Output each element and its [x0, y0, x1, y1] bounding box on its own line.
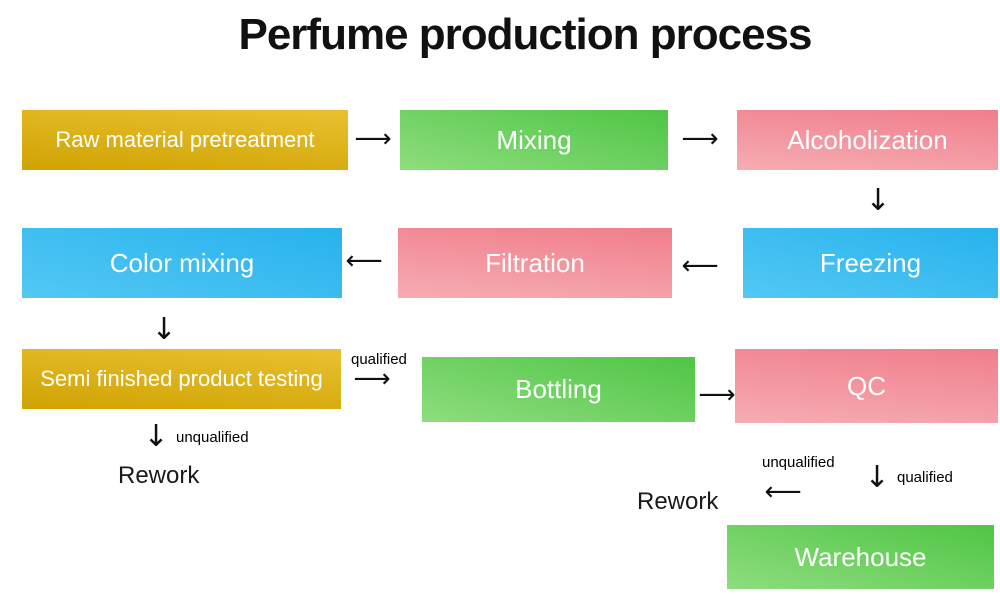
edge-label-qualified: qualified	[897, 469, 953, 486]
node-label: Bottling	[515, 374, 602, 404]
node-qc: QC	[735, 349, 998, 423]
node-label: Alcoholization	[787, 124, 948, 155]
arrow-left-icon: ⟵	[764, 477, 802, 507]
node-label: Mixing	[496, 124, 572, 155]
node-alcoholization: Alcoholization	[737, 110, 998, 170]
arrow-right-icon: ⟶	[353, 364, 391, 394]
arrow-down-icon: ↓	[151, 312, 177, 347]
arrow-right-icon: ⟶	[354, 124, 392, 154]
node-filtration: Filtration	[398, 228, 672, 298]
arrow-left-icon: ⟵	[681, 251, 719, 281]
edge-label-qualified: qualified	[351, 351, 407, 368]
node-label: Warehouse	[794, 541, 927, 572]
node-semi-finished-product-testing: Semi finished product testing	[22, 349, 341, 409]
edge-label-unqualified: unqualified	[762, 454, 835, 471]
arrow-down-icon: ↓	[864, 460, 890, 495]
node-label: Filtration	[485, 247, 585, 278]
node-bottling: Bottling	[422, 357, 695, 422]
node-mixing: Mixing	[400, 110, 668, 170]
node-label: Color mixing	[109, 247, 255, 278]
node-color-mixing: Color mixing	[22, 228, 342, 298]
node-raw-material-pretreatment: Raw material pretreatment	[22, 110, 348, 170]
node-label: QC	[847, 370, 886, 401]
arrow-left-icon: ⟵	[345, 246, 383, 276]
node-freezing: Freezing	[743, 228, 998, 298]
node-label: Semi finished product testing	[40, 366, 323, 391]
page-title: Perfume production process	[238, 10, 812, 59]
arrow-down-icon: ↓	[143, 419, 169, 454]
node-label: Freezing	[819, 247, 922, 278]
terminal-rework-right: Rework	[637, 488, 719, 515]
arrow-right-icon: ⟶	[698, 380, 736, 410]
arrow-right-icon: ⟶	[681, 124, 719, 154]
node-label: Raw material pretreatment	[55, 127, 315, 152]
terminal-rework-left: Rework	[118, 462, 200, 489]
node-warehouse: Warehouse	[727, 525, 994, 589]
edge-label-unqualified: unqualified	[176, 429, 249, 446]
arrow-down-icon: ↓	[865, 183, 891, 218]
